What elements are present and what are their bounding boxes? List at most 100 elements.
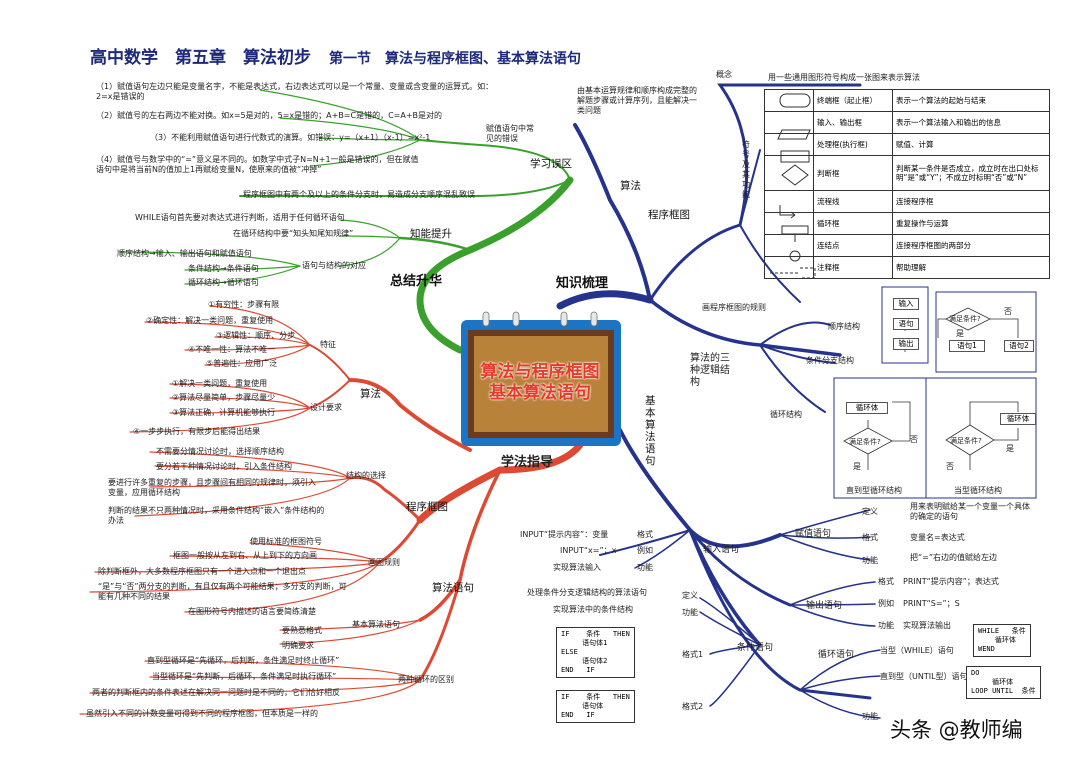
node-algorithm: 算法 [620,180,641,192]
until-no: 否 [910,435,918,444]
error-group-label: 赋值语句中常见的错误 [486,124,534,143]
feature-item: ⑤普遍性：应用广泛 [206,359,278,368]
symbol-function: 帮助理解 [892,256,1050,279]
choose-item: 不需要分情况讨论时，选择顺序结构 [156,447,284,456]
node-method-flowchart: 程序框图 [406,501,448,513]
cond-stmt-def-tag: 定义 [682,591,698,600]
symbol-table: 终端框（起止框）表示一个算法的起始与结束输入、输出框表示一个算法输入和输出的信息… [764,89,1050,279]
symbol-name: 处理框(执行框) [813,133,893,156]
algorithm-definition: 由基本运算规律和顺序构成完整的解题步骤或计算序列，且能解决一类问题 [577,86,697,115]
cond-format2-code: IF 条件 THEN 语句体 END IF [556,690,635,723]
symbol-row: 注释框帮助理解 [764,256,1050,279]
cond-stmt-def: 处理条件分支逻辑结构的算法语句 [527,588,647,597]
cond-s1: 语句1 [949,340,985,352]
symbol-row: 连结点连接程序框图的两部分 [764,234,1050,257]
node-method-statements: 算法语句 [432,582,474,594]
loop-func-tag: 功能 [862,712,878,721]
symbol-name: 连结点 [813,234,893,257]
symbol-function: 赋值、计算 [892,133,1050,156]
feature-item: ③逻辑性：顺序、分步 [216,331,296,340]
concept-label: 概念 [716,70,732,79]
input-example-tag: 例如 [637,546,653,555]
output-example: PRINT“S=”；S [903,599,960,608]
choose-item: 要进行许多重复的步骤，且步骤间有相同的规律时，须引入变量，应用循环结构 [108,478,316,497]
node-method-algorithm: 算法 [360,388,381,400]
seq-label: 顺序结构 [828,322,860,331]
cond-label: 条件分支结构 [806,356,854,365]
rule-item: 在图形符号内描述的语言要简练清楚 [188,607,316,616]
symbol-shape-cell [764,212,814,235]
seq-output: 输出 [893,338,919,350]
hub-summary: 总结升华 [390,274,443,289]
assign-label: 赋值语句 [795,529,832,539]
hub-knowledge: 知识梳理 [556,276,609,291]
rule-label: 画程序框图的规则 [702,303,766,312]
symbol-shape-cell [764,234,814,257]
node-flowchart: 程序框图 [648,209,690,221]
input-format: INPUT“提示内容”：变量 [520,530,609,539]
error-item: （4）赋值号与数学中的“=”意义是不同的。如数学中式子N=N+1一般是错误的，但… [96,155,419,174]
symbol-shape-cell [764,133,814,156]
symbol-name: 流程线 [813,190,893,213]
cond-format2-tag: 格式2 [682,702,704,711]
design-item: ④一步步执行，有限步后能得出结果 [133,427,261,436]
chapter-title: 高中数学 第五章 算法初步 [90,48,311,68]
features-label: 特征 [320,340,336,349]
output-format: PRINT“提示内容”；表达式 [903,577,999,586]
symbol-function: 判断某一条件是否成立，成立时在出口处标明“是”或“Y”；不成立时标明“否”或“N… [892,155,1050,191]
while-stmt-label: 当型（WHILE）语句 [880,646,954,655]
while-yes: 是 [1006,444,1014,453]
cond-stmt-func: 实现算法中的条件结构 [553,605,633,614]
loop-diff-item: 两者的判断框内的条件表述在解决同一问题时是不同的，它们恰好相反 [92,688,340,697]
feature-item: ①有穷性：步骤有限 [208,300,280,309]
rules-label: 画图规则 [368,558,400,567]
choose-label: 结构的选择 [346,471,386,480]
choose-item: 要分若干种情况讨论时，引入条件结构 [156,462,292,471]
rule-item: 框图一般按从左到右、从上到下的方向画 [173,551,317,560]
design-label: 设计要求 [310,403,342,412]
symbol-shape-cell [764,190,814,213]
feature-item: ④不唯一性：算法不唯一 [188,345,276,354]
symbol-name: 终端框（起止框） [813,89,893,112]
input-format-tag: 格式 [637,530,653,539]
design-item: ①解决一类问题，重复使用 [172,379,268,388]
rule-item: 除判断框外，大多数程序框图只有一个进入点和一个退出点 [98,567,306,576]
assign-function: 把“=”右边的值赋给左边 [910,553,997,562]
loop-diff-item: 虽然引入不同的计数变量可得到不同的程序框图，但本质是一样的 [86,709,318,718]
symbol-name: 判断框 [813,155,893,191]
output-function: 实现算法输出 [903,621,951,630]
assign-format: 变量名=表达式 [910,533,965,542]
basic-label: 基本算法语句 [352,620,400,629]
seq-statement: 语句 [893,318,919,330]
cond-format1-tag: 格式1 [682,650,704,659]
symbol-shape-cell [764,89,814,112]
error-flowchart: 程序框图中有两个及以上的条件分支时，易造成分支顺序混乱致误 [243,190,475,199]
input-function-tag: 功能 [637,563,653,572]
basic-item: 要熟悉格式 [282,626,322,635]
node-errors: 学习误区 [530,158,572,170]
cond-s2: 语句2 [1004,340,1034,352]
node-improve: 知能提升 [410,228,452,240]
output-example-tag: 例如 [878,599,894,608]
cond-stmt-func-tag: 功能 [682,608,698,617]
choose-item: 判断的结果不只两种情况时，采用条件结构“嵌入”条件结构的办法 [108,506,325,525]
until-caption: 直到型循环结构 [846,486,902,495]
section-title: 第一节 算法与程序框图、基本算法语句 [329,51,581,67]
center-title-line2: 基本算法语句 [489,383,591,403]
while-no: 否 [946,462,954,471]
loop-stmt-label: 循环语句 [818,650,855,660]
three-structures-label: 算法的三种逻辑结构 [690,353,730,388]
symbol-row: 判断框判断某一条件是否成立，成立时在出口处标明“是”或“Y”；不成立时标明“否”… [764,155,1050,191]
improve-item: 在循环结构中要“知头知尾知规律” [233,229,354,238]
output-label: 输出语句 [806,601,843,611]
symbol-row: 处理框(执行框)赋值、计算 [764,133,1050,156]
cond-no: 否 [1004,307,1012,316]
until-body: 循环体 [846,402,888,414]
improve-item: 顺序结构→输入、输出语句和赋值语句 [117,249,252,258]
cond-yes: 是 [956,329,964,338]
improve-item: 循环结构→循环语句 [188,278,259,287]
calendar-icon [461,311,621,446]
improve-item: 条件结构→条件语句 [188,264,259,273]
input-function: 实现算法输入 [553,563,601,572]
